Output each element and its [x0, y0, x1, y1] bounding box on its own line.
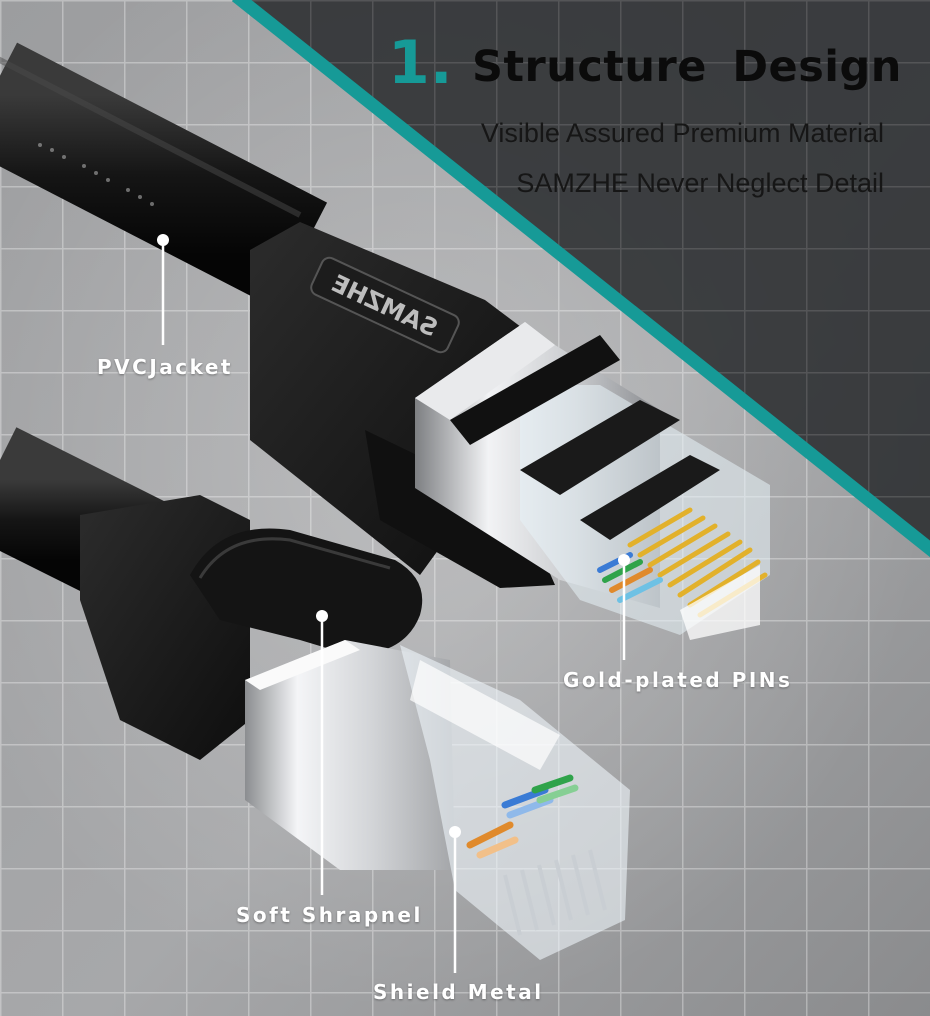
callout-shield-metal: Shield Metal	[373, 980, 544, 1004]
callout-gold-pins: Gold-plated PINs	[563, 668, 793, 692]
subtitle-line-1: Visible Assured Premium Material	[480, 118, 884, 148]
section-title: Structure Design	[472, 42, 902, 92]
subtitle-line-2: SAMZHE Never Neglect Detail	[516, 168, 884, 198]
section-heading: 1. Structure Design	[388, 28, 908, 108]
callout-pvc-jacket: PVCJacket	[97, 355, 233, 379]
section-number: 1.	[388, 28, 453, 98]
callout-soft-shrapnel: Soft Shrapnel	[236, 903, 423, 927]
